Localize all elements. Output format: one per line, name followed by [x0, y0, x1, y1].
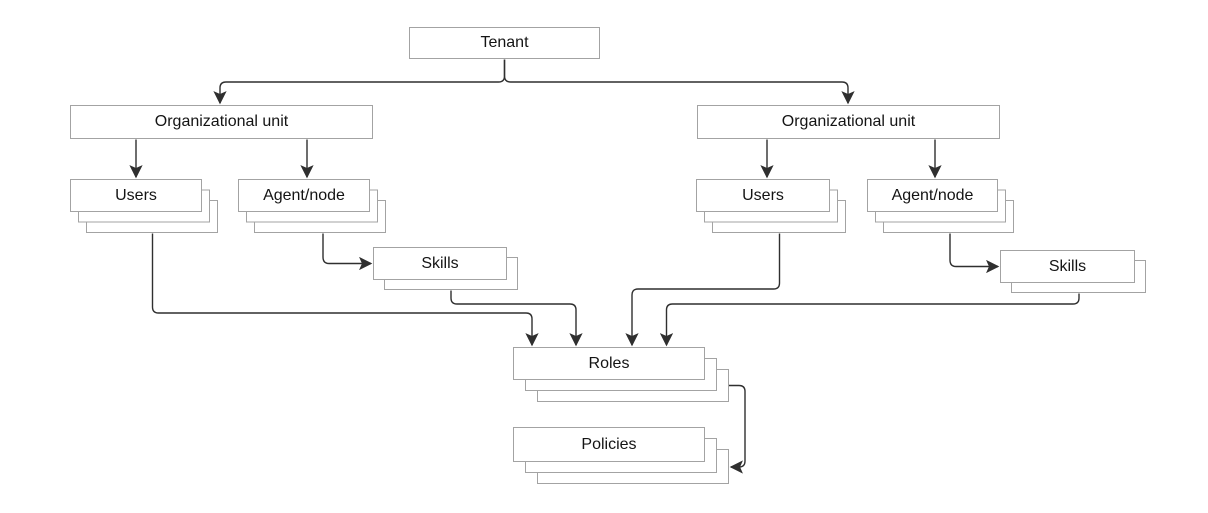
node-tenant: Tenant — [409, 27, 600, 59]
node-users-left: Users — [70, 179, 218, 233]
edge-tenant-ou-left — [213, 59, 506, 105]
node-label: Tenant — [480, 34, 529, 51]
edge-tenant-ou-right — [503, 59, 855, 105]
node-skills-left: Skills — [373, 247, 518, 290]
node-label: Skills — [421, 254, 459, 272]
edge-agent-right-skills-right — [949, 233, 1000, 274]
node-box: Organizational unit — [697, 105, 1000, 139]
node-label: Organizational unit — [781, 113, 916, 130]
node-label: Agent/node — [263, 186, 345, 204]
edge-users-right-roles — [625, 233, 781, 347]
node-box: Agent/node — [238, 179, 370, 212]
edge-skills-right-roles — [659, 293, 1080, 347]
node-box: Roles — [513, 347, 705, 380]
node-box: Users — [696, 179, 830, 212]
edge-roles-policies — [729, 384, 746, 474]
node-box: Organizational unit — [70, 105, 373, 139]
edge-skills-left-roles — [450, 290, 583, 347]
node-label: Agent/node — [891, 186, 974, 204]
node-box: Users — [70, 179, 202, 212]
node-label: Policies — [581, 435, 637, 453]
node-label: Organizational unit — [154, 113, 289, 130]
node-policies: Policies — [513, 427, 729, 484]
node-label: Roles — [588, 354, 630, 372]
node-users-right: Users — [696, 179, 846, 233]
node-box: Policies — [513, 427, 705, 462]
node-organizational-unit-left: Organizational unit — [70, 105, 373, 139]
node-label: Skills — [1048, 257, 1087, 275]
edge-agent-left-skills-left — [322, 233, 373, 271]
node-box: Agent/node — [867, 179, 998, 212]
node-label: Users — [742, 186, 784, 204]
node-agent-node-right: Agent/node — [867, 179, 1014, 233]
edge-users-left-roles — [151, 233, 539, 347]
node-skills-right: Skills — [1000, 250, 1146, 293]
node-label: Users — [115, 186, 157, 204]
node-roles: Roles — [513, 347, 729, 402]
node-agent-node-left: Agent/node — [238, 179, 386, 233]
node-organizational-unit-right: Organizational unit — [697, 105, 1000, 139]
node-box: Skills — [1000, 250, 1135, 283]
node-box: Tenant — [409, 27, 600, 59]
node-box: Skills — [373, 247, 507, 280]
